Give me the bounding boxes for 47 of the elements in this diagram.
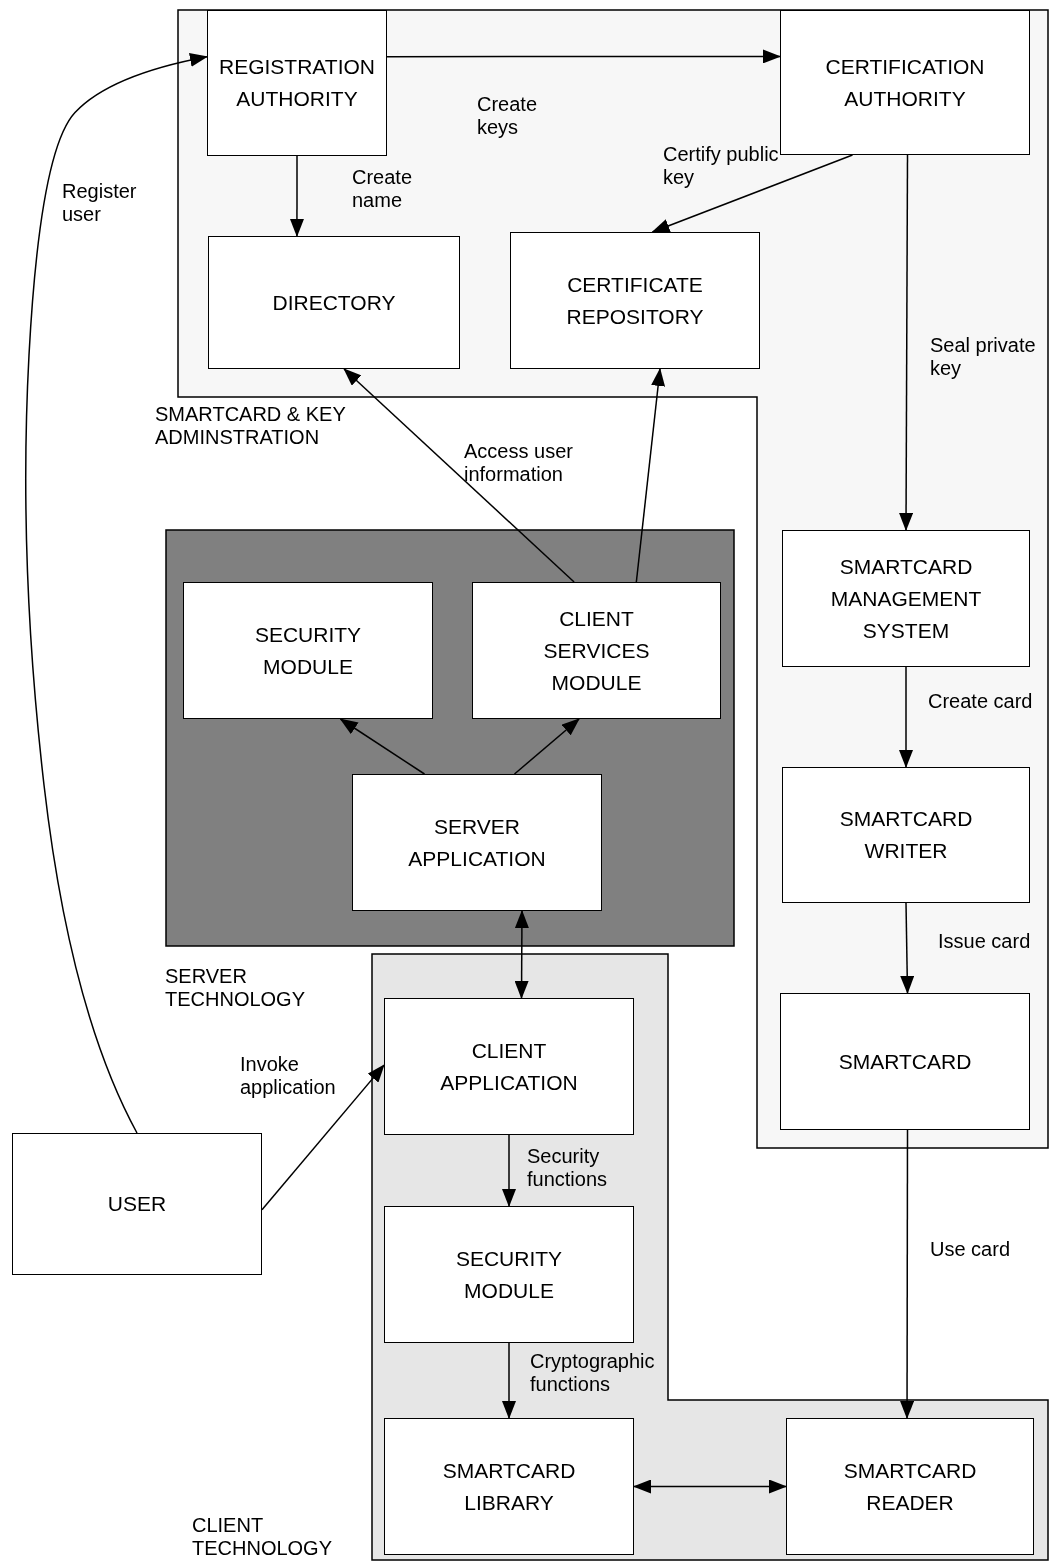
process-box: SECURITY MODULE [183,582,433,719]
process-box: CERTIFICATE REPOSITORY [510,232,760,369]
region-heading: CLIENT TECHNOLOGY [192,1514,334,1560]
process-box: CERTIFICATION AUTHORITY [780,10,1030,155]
process-box: CLIENT APPLICATION [384,998,634,1135]
process-box: DIRECTORY [208,236,460,369]
edge-label: Create name [352,166,414,212]
edge-label: Invoke application [240,1053,337,1099]
arrow [899,666,913,768]
region-heading: SERVER TECHNOLOGY [165,965,307,1011]
arrow [514,910,529,999]
arrow [502,1134,516,1207]
arrow [386,49,781,64]
arrow [25,53,208,1134]
edge-label: Certify public key [663,143,780,189]
edge-label: Create keys [477,93,539,139]
process-box: SMARTCARD LIBRARY [384,1418,634,1555]
arrow [513,718,580,775]
process-box: SECURITY MODULE [384,1206,634,1343]
arrow [635,368,666,583]
process-box: SERVER APPLICATION [352,774,602,911]
edge-label: Create card [928,690,1034,713]
edge-label: Use card [930,1238,1012,1261]
process-box: SMARTCARD MANAGEMENT SYSTEM [782,530,1030,667]
arrow [339,718,426,775]
process-box: SMARTCARD WRITER [782,767,1030,903]
arrow [899,154,914,531]
arrow [633,1479,787,1494]
edge-label: Access user information [464,440,574,486]
process-box: REGISTRATION AUTHORITY [207,10,387,156]
process-box: USER [12,1133,262,1275]
process-box: SMARTCARD READER [786,1418,1034,1555]
arrow [289,155,304,237]
arrow [651,154,854,233]
arrow [900,902,915,994]
edge-label: Cryptographic functions [530,1350,656,1396]
edge-label: Register user [62,180,138,226]
edge-label: Security functions [527,1145,609,1191]
process-box: CLIENT SERVICES MODULE [472,582,721,719]
arrow [261,1064,385,1211]
arrow [900,1129,915,1419]
arrow [343,368,575,583]
arrow [502,1342,516,1419]
edge-label: Issue card [938,930,1032,953]
process-box: SMARTCARD [780,993,1030,1130]
region-heading: SMARTCARD & KEY ADMINSTRATION [155,403,347,449]
edge-label: Seal private key [930,334,1037,380]
